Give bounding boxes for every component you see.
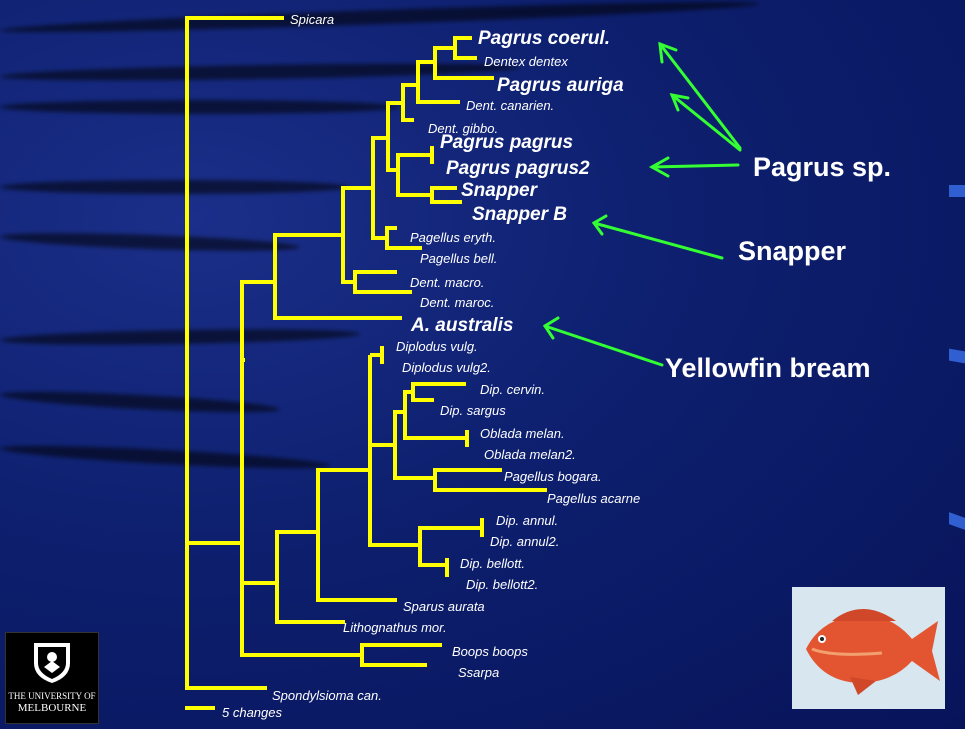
taxon-label: Dent. macro. [410, 275, 484, 290]
taxon-label: Pagellus bogara. [504, 469, 602, 484]
taxon-label: Pagrus coerul. [478, 28, 610, 49]
taxon-label: Pagrus pagrus2 [446, 158, 590, 179]
taxon-label: Pagrus pagrus [440, 132, 573, 153]
logo-line-2: MELBOURNE [6, 702, 98, 714]
university-crest-icon [30, 639, 74, 685]
taxon-label: Pagrus auriga [497, 75, 624, 96]
taxon-label: Dent. canarien. [466, 98, 554, 113]
taxon-label: Dip. bellott. [460, 556, 525, 571]
taxon-label: Lithognathus mor. [343, 620, 447, 635]
taxon-label: Dip. annul. [496, 513, 558, 528]
taxon-label: Diplodus vulg2. [402, 360, 491, 375]
taxon-label: Ssarpa [458, 665, 499, 680]
taxon-label: Boops boops [452, 644, 528, 659]
fish-picture [792, 587, 945, 709]
taxon-label: Diplodus vulg. [396, 339, 478, 354]
taxon-label: Pagellus acarne [547, 491, 640, 506]
taxon-label: Snapper [461, 180, 539, 201]
taxon-label: Spicara [290, 12, 334, 27]
taxon-label: Dent. maroc. [420, 295, 494, 310]
arrow [652, 165, 738, 167]
arrow [545, 326, 662, 365]
taxon-label: Dip. sargus [440, 403, 506, 418]
callout-yellowfin-bream: Yellowfin bream [665, 353, 871, 384]
taxon-label: Spondylsioma can. [272, 688, 382, 703]
taxon-label: Pagellus bell. [420, 251, 497, 266]
scale-bar-label: 5 changes [222, 705, 282, 720]
arrow [594, 223, 722, 258]
taxon-label: Dentex dentex [484, 54, 568, 69]
taxon-label: Oblada melan. [480, 426, 565, 441]
taxon-label: Dip. annul2. [490, 534, 559, 549]
callout-snapper: Snapper [738, 236, 846, 267]
red-snapper-fish-illustration [792, 587, 945, 709]
taxon-label: Sparus aurata [403, 599, 485, 614]
taxon-label: A. australis [410, 315, 513, 336]
taxon-label: Dip. cervin. [480, 382, 545, 397]
callout-pagrus: Pagrus sp. [753, 152, 891, 183]
taxon-label: Oblada melan2. [484, 447, 576, 462]
taxon-label: Dip. bellott2. [466, 577, 538, 592]
logo-line-1: THE UNIVERSITY OF [6, 691, 98, 701]
taxon-label: Snapper B [472, 204, 567, 225]
taxon-label: Pagellus eryth. [410, 230, 496, 245]
university-logo: THE UNIVERSITY OF MELBOURNE [5, 632, 99, 724]
